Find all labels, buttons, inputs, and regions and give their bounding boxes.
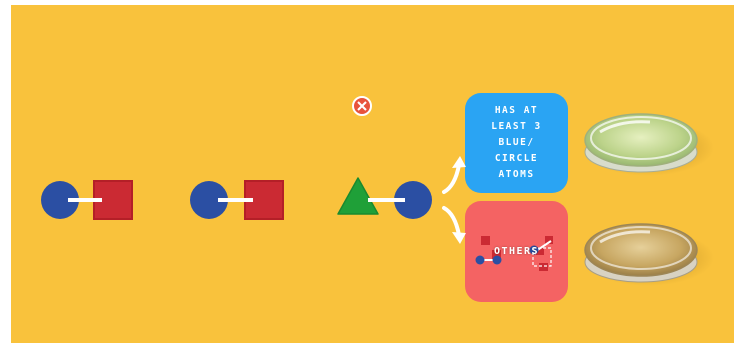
rule-card-has-3-blue-circles[interactable]: Has at least 3 blue/ circle atoms bbox=[465, 93, 568, 193]
others-label: Others bbox=[465, 246, 568, 258]
rule-text: Has at least 3 blue/ circle atoms bbox=[491, 103, 542, 183]
rule-text-line: blue/ bbox=[491, 135, 542, 151]
close-icon[interactable] bbox=[353, 97, 371, 115]
rule-text-line: atoms bbox=[491, 167, 542, 183]
mini-red-square bbox=[481, 236, 490, 245]
game-board bbox=[11, 5, 734, 343]
mini-red-square bbox=[539, 263, 548, 271]
rule-card-others[interactable]: Others bbox=[465, 201, 568, 302]
rule-text-line: Has at bbox=[491, 103, 542, 119]
rule-text-line: least 3 bbox=[491, 119, 542, 135]
rule-text-line: circle bbox=[491, 151, 542, 167]
